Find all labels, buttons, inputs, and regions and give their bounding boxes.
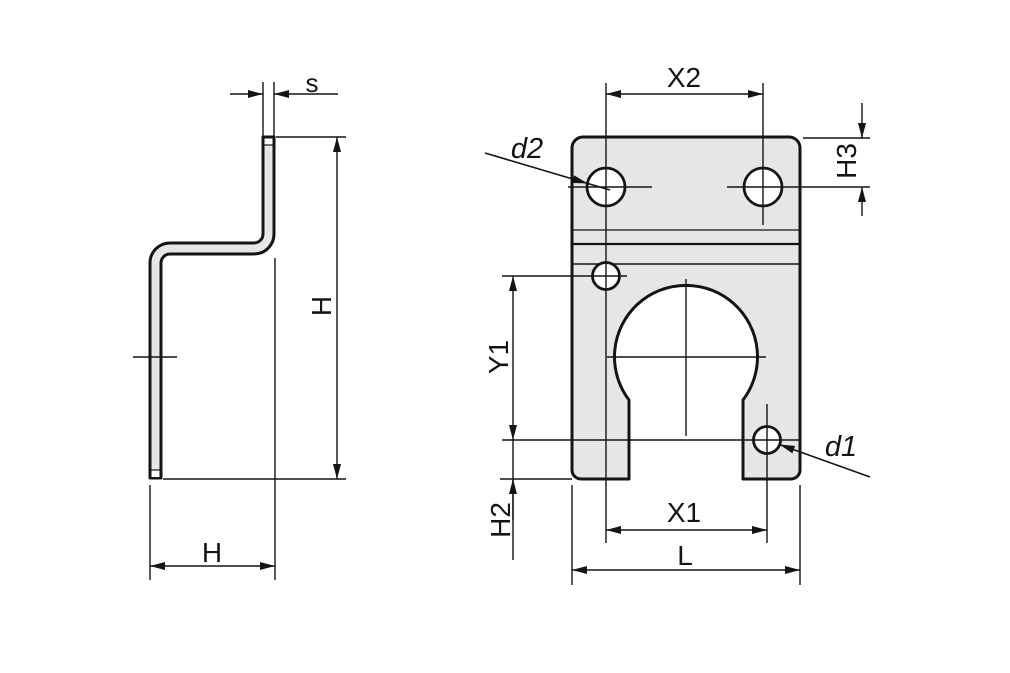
label-x2: X2 xyxy=(667,62,701,93)
top-end-face xyxy=(264,138,273,145)
label-d1: d1 xyxy=(825,431,857,463)
dim-x1: X1 xyxy=(606,497,767,534)
leader-d1: d1 xyxy=(779,431,871,478)
dim-l: L xyxy=(571,485,801,585)
leader-d2: d2 xyxy=(484,133,611,191)
label-l: L xyxy=(677,540,693,571)
dim-x2: X2 xyxy=(606,62,763,98)
side-profile-view: s H H xyxy=(133,68,346,580)
label-x1: X1 xyxy=(667,497,701,528)
dim-h-height: H xyxy=(163,136,346,480)
d1-leader-line xyxy=(779,443,871,478)
front-view: X2 H3 d2 Y1 H2 d1 xyxy=(483,62,871,585)
d2-leader-tail xyxy=(587,182,611,191)
dim-y1: Y1 xyxy=(483,276,517,440)
label-h3: H3 xyxy=(831,143,862,179)
side-profile-shape xyxy=(148,135,276,480)
label-h-depth: H xyxy=(202,537,222,568)
front-plate-shape xyxy=(570,135,802,481)
label-y1: Y1 xyxy=(483,340,514,374)
dim-h-depth: H xyxy=(149,258,276,580)
dim-s: s xyxy=(230,68,338,137)
dim-h2: H2 xyxy=(485,440,572,560)
d2-leader-line xyxy=(484,152,588,185)
dim-h3: H3 xyxy=(803,103,870,216)
label-h-height: H xyxy=(306,296,337,316)
label-d2: d2 xyxy=(511,133,543,165)
bottom-end-face xyxy=(151,470,160,477)
label-h2: H2 xyxy=(485,502,516,538)
label-s: s xyxy=(306,68,319,98)
